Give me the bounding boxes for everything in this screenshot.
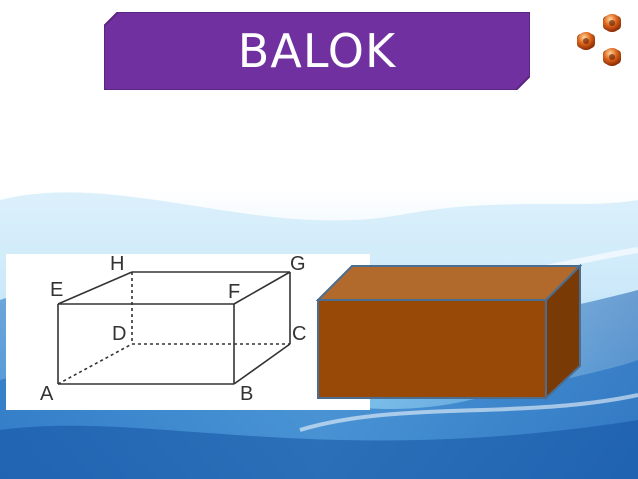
brick-front-face: [317, 299, 547, 399]
page-title: BALOK: [237, 24, 397, 78]
brick-cuboid: [315, 263, 583, 401]
vertex-label-a: A: [40, 383, 54, 405]
nav-ball-icon[interactable]: [603, 48, 621, 66]
nav-ball-icon[interactable]: [577, 32, 595, 50]
vertex-label-d: D: [112, 323, 127, 345]
nav-ball-icon[interactable]: [603, 14, 621, 32]
cuboid-wireframe: [57, 271, 291, 385]
vertex-label-c: C: [292, 323, 307, 345]
vertex-label-g: G: [290, 253, 306, 275]
vertex-label-e: E: [50, 279, 64, 301]
vertex-label-b: B: [240, 383, 254, 405]
nav-icons[interactable]: [574, 10, 630, 74]
vertex-label-f: F: [228, 281, 241, 303]
brick-top-face: [315, 265, 583, 301]
vertex-label-h: H: [110, 253, 125, 275]
title-banner: [104, 12, 530, 90]
cuboid-diagram: A B C D E F G H: [6, 254, 370, 410]
